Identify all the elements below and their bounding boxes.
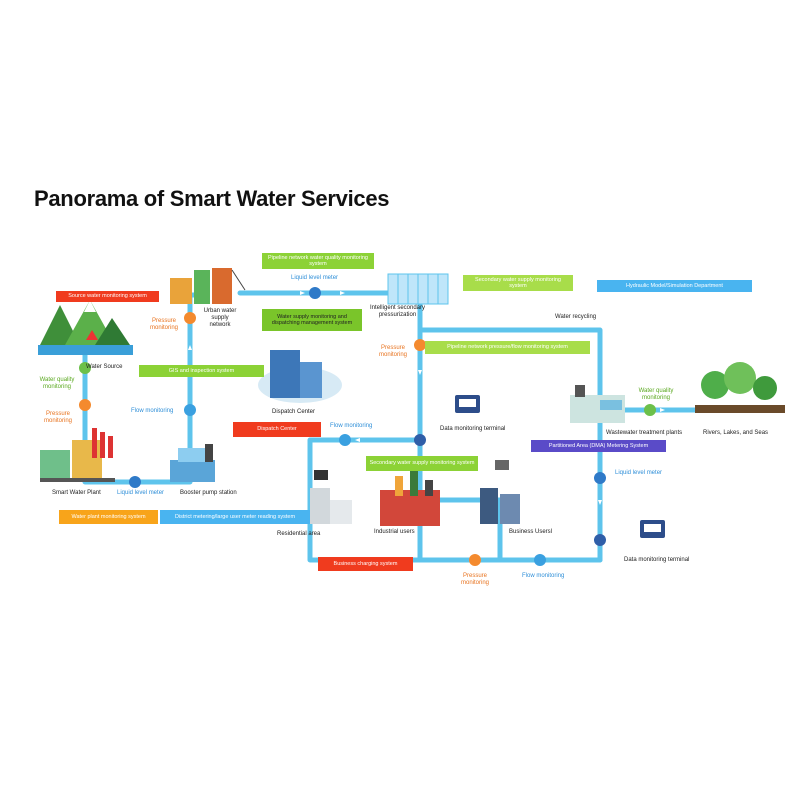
business-users-illustration: [480, 460, 520, 524]
pressure-icon-bottom: [469, 554, 481, 566]
level-icon-right: [594, 472, 606, 484]
label-dispatch-center: Dispatch Center: [272, 409, 316, 415]
pressure-icon-urban: [184, 312, 196, 324]
level-icon-top: [309, 287, 321, 299]
box-hydraulic-model: Hydraulic Model/Simulation Department: [597, 280, 752, 292]
label-pressure-left: Pressure monitoring: [43, 411, 72, 424]
box-district-metering: District metering/large user meter readi…: [160, 510, 310, 524]
industrial-illustration: [380, 470, 440, 526]
label-liquid-level-left: Liquid level meter: [117, 490, 165, 496]
label-pressure-urban: Pressure monitoring: [149, 318, 178, 331]
label-data-terminal-top: Data monitoring terminal: [440, 426, 506, 432]
box-dispatching: Water supply monitoring and dispatching …: [262, 309, 362, 331]
residential-illustration: [310, 470, 352, 524]
flow-icon-left: [184, 404, 196, 416]
box-dispatch-center: Dispatch Center: [233, 422, 321, 437]
label-business-users: Business Usersl: [509, 529, 553, 535]
label-flow-left: Flow monitoring: [131, 408, 174, 414]
flow-icon-center: [339, 434, 351, 446]
label-flow-bottom: Flow monitoring: [522, 573, 565, 579]
label-water-source: Water Source: [86, 364, 123, 370]
label-smart-plant: Smart Water Plant: [52, 490, 101, 496]
page-title: Panorama of Smart Water Services: [34, 186, 390, 211]
arrow-markers: [188, 291, 665, 505]
quality-icon-right: [644, 404, 656, 416]
rivers-illustration: [695, 362, 785, 413]
label-residential: Residential area: [277, 531, 321, 537]
box-secondary-supply-top: Secondary water supply monitoring system: [463, 275, 573, 291]
label-pressure-bottom: Pressure monitoring: [460, 573, 489, 586]
label-water-quality-right: Water quality monitoring: [638, 388, 674, 401]
monitoring-icons: [79, 287, 656, 566]
pressure-icon-left: [79, 399, 91, 411]
label-flow-center: Flow monitoring: [330, 423, 373, 429]
label-urban-network: Urban water supply network: [203, 308, 237, 328]
label-water-recycling: Water recycling: [555, 314, 597, 320]
quality-icon-left: [79, 362, 91, 374]
label-industrial: Industrial users: [374, 529, 415, 535]
flow-icon-bottom: [534, 554, 546, 566]
dispatch-center-illustration: [258, 350, 342, 403]
label-data-terminal-bottom: Data monitoring terminal: [624, 557, 690, 563]
box-pressure-flow: Pipeline network pressure/flow monitorin…: [425, 341, 590, 354]
level-icon-left: [129, 476, 141, 488]
label-liquid-level-top: Liquid level meter: [291, 275, 339, 281]
urban-network-illustration: [170, 268, 246, 304]
label-intelligent-secondary: Intelligent secondary pressurization: [369, 305, 426, 318]
smart-water-plant-illustration: [40, 428, 115, 482]
data-terminal-bottom-illustration: [594, 520, 665, 546]
label-liquid-level-right: Liquid level meter: [615, 470, 663, 476]
label-booster: Booster pump station: [180, 490, 237, 496]
pressure-icon-center: [414, 339, 426, 351]
box-business-charging: Business charging system: [318, 557, 413, 571]
secondary-pressurization-illustration: [387, 273, 449, 305]
label-water-quality-left: Water quality monitoring: [39, 377, 75, 390]
box-plant-monitoring: Water plant monitoring system: [59, 510, 158, 524]
data-terminal-top-illustration: [414, 395, 480, 446]
box-secondary-supply-mid: Secondary water supply monitoring system: [366, 456, 478, 471]
booster-station-illustration: [170, 444, 215, 482]
wastewater-illustration: [570, 385, 625, 423]
box-gis: GIS and inspection system: [139, 365, 264, 377]
label-wastewater: Wastewater treatment plants: [606, 430, 683, 436]
label-pressure-center: Pressure monitoring: [378, 345, 407, 358]
box-dma: Partitioned Area (DMA) Metering System: [531, 440, 666, 452]
label-rivers: Rivers, Lakes, and Seas: [703, 430, 769, 436]
box-pipeline-quality: Pipeline network water quality monitorin…: [262, 253, 374, 269]
box-source-monitoring: Source water monitoring system: [56, 291, 159, 302]
water-source-illustration: [38, 300, 133, 355]
